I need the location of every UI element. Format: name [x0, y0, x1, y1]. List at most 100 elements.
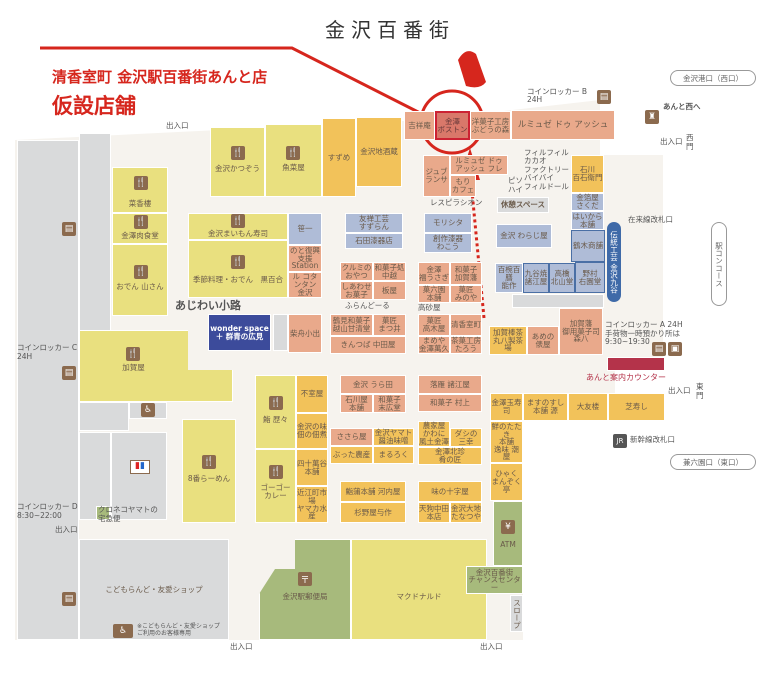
- shop-shibafune[interactable]: 柴舟小出: [288, 314, 322, 353]
- shop-takagiya[interactable]: 菓匠 高木屋: [418, 314, 450, 336]
- shop-kodomo[interactable]: こどもらんど・友愛ショップ: [79, 539, 229, 640]
- shop-hyakuman[interactable]: ひゃく まんぞく亭: [490, 463, 523, 501]
- shop-kiyoka[interactable]: 清香室町: [450, 314, 482, 336]
- shop-gogo[interactable]: ゴーゴー カレー: [255, 449, 296, 523]
- shop-maruroku[interactable]: まるろく: [373, 446, 414, 464]
- shop-suehiro[interactable]: 和菓子 末広堂: [373, 394, 406, 413]
- shop-hachiban[interactable]: 8番らーめん: [182, 419, 236, 523]
- shop-nakakoshi[interactable]: 和菓子処 中越: [373, 262, 406, 281]
- entrance-label[interactable]: 出入口: [668, 386, 691, 395]
- shop-shibazushi[interactable]: 芝寿し: [608, 393, 665, 421]
- shop-itaya[interactable]: 板屋: [373, 281, 406, 300]
- shop-jizake[interactable]: 金沢地酒蔵: [356, 117, 402, 187]
- shop-uonaya[interactable]: 魚菜屋: [265, 124, 322, 197]
- entrance-label[interactable]: 出入口: [480, 642, 503, 651]
- shop-masunosushi[interactable]: ますのすし 本舗 源: [523, 393, 568, 421]
- shop-wakou[interactable]: 創作漆器 わこう: [424, 233, 472, 253]
- shop-tsurugi[interactable]: 鶴木商舗: [571, 230, 605, 262]
- shop-moroeya-kutani[interactable]: 九谷焼 諸江屋: [523, 263, 549, 293]
- shop-filfil[interactable]: フィルフィル カカオ ファクトリー バイバイ フィルドール: [524, 148, 569, 191]
- kanazawa-kutani-label: 伝統工芸 金沢九谷: [607, 222, 621, 302]
- shop-lemusee-fure[interactable]: ルミュゼ ドゥ アッシュ フレ: [450, 155, 508, 175]
- shop-butta[interactable]: ぶった農産: [330, 446, 373, 464]
- shop-katsuzou[interactable]: 金沢かつぞう: [210, 127, 265, 197]
- shop-jujiya[interactable]: 味の十字屋: [418, 481, 482, 502]
- shop-karokuen[interactable]: 菓六園 本舗: [418, 285, 450, 303]
- shop-tanatsuya[interactable]: 金沢大地 たなつや: [450, 502, 482, 523]
- shop-ishikawaya[interactable]: 石川屋 本舗: [340, 394, 373, 413]
- shop-boston[interactable]: 金澤 ボストン: [435, 111, 470, 140]
- shop-yamaka[interactable]: 近江町市場 ヤマカ水産: [296, 486, 328, 523]
- shop-rekireki[interactable]: 鮨 歴々: [255, 375, 296, 449]
- shop-ishida[interactable]: 石田漆器店: [345, 233, 403, 249]
- shop-oden[interactable]: おでん 山さん: [112, 244, 168, 316]
- shop-hokuchin[interactable]: 金澤北珍 肴の匠: [418, 447, 482, 465]
- shop-shiawase[interactable]: しあわせ お菓子: [340, 281, 373, 300]
- shop-lespiration[interactable]: レスピラシオン: [430, 198, 483, 207]
- shop-budou[interactable]: 洋菓子工房 ぶどうの森: [470, 111, 511, 140]
- shop-kawani[interactable]: 農家屋 かわに 風土金澤: [418, 421, 450, 447]
- info-counter[interactable]: [607, 357, 665, 371]
- shop-mameya[interactable]: まめや 金澤萬久: [418, 336, 450, 354]
- shop-kurumi[interactable]: クルミの おやつ: [340, 262, 373, 281]
- shop-lemusee[interactable]: ルミュゼ ドゥ アッシュ: [511, 110, 615, 140]
- shop-yamato[interactable]: 金沢ヤマト 醤油味噌: [373, 428, 414, 446]
- shop-lecomptoir[interactable]: ル コタンタン 金沢: [288, 272, 322, 298]
- shop-murakami[interactable]: 和菓子 村上: [418, 394, 482, 412]
- shop-warajiya[interactable]: 金沢 わらじ屋: [496, 224, 552, 248]
- shop-sasaichi[interactable]: 笹一: [288, 213, 322, 245]
- west-exit-pill[interactable]: 金沢港口（西口）: [670, 70, 756, 86]
- shop-piso[interactable]: ピソ ハイ: [508, 176, 523, 194]
- shop-mcd[interactable]: マクドナルド: [351, 539, 487, 640]
- shop-kuroneko[interactable]: [96, 506, 110, 520]
- shop-saikourou[interactable]: 菜香樓: [112, 167, 168, 213]
- shop-nomura[interactable]: 野村 右園堂: [575, 262, 605, 293]
- shop-noto[interactable]: のと復興支援 Station: [288, 245, 322, 272]
- shop-haikara[interactable]: はいから 本舗: [571, 211, 604, 230]
- shop-tawaraya[interactable]: あめの 俵屋: [527, 326, 559, 355]
- shop-kagahan[interactable]: 和菓子 加賀藩: [450, 262, 482, 285]
- shop-rakugan[interactable]: 落雁 諸江屋: [418, 375, 482, 394]
- entrance-label[interactable]: 出入口: [230, 642, 253, 651]
- shop-kawachiya[interactable]: 鮨蒲本舗 河内屋: [340, 481, 406, 502]
- shop-kuroyuri[interactable]: 季節料理・おでん 黒百合: [188, 240, 288, 298]
- shop-jubransa[interactable]: ジュブ ランサ: [423, 155, 450, 197]
- shop-shijimaya[interactable]: 四十萬谷 本舗: [296, 449, 328, 486]
- shop-morishita[interactable]: モリシタ: [424, 213, 472, 233]
- shop-suzume[interactable]: すずめ: [322, 118, 356, 197]
- shop-sanko[interactable]: ダシの 三幸: [450, 428, 482, 447]
- shop-ishikawa[interactable]: 石川 百石衛門: [571, 155, 604, 193]
- shop-morikafe[interactable]: もり カフェ: [450, 175, 476, 197]
- shop-morihachi[interactable]: 加賀藩 御用菓子司 森八: [559, 308, 603, 355]
- shop-takasago[interactable]: 高砂屋: [418, 303, 441, 312]
- shop-tsukudani[interactable]: 金沢の味 佃の佃煮: [296, 413, 328, 449]
- shop-maruhachi[interactable]: 加賀棒茶 丸八製茶場: [489, 326, 527, 355]
- shop-kitayama[interactable]: 高橋 北山堂: [549, 263, 575, 293]
- shop-ushioya[interactable]: 鮮のたたき 本舗 逸味 潮屋: [490, 421, 523, 463]
- shop-taro[interactable]: 茶菓工房 たろう: [450, 336, 482, 354]
- shop-kichoan[interactable]: 吉祥庵: [404, 111, 435, 140]
- locker-d-label: コインロッカー D 8:30~22:00: [17, 502, 78, 520]
- shop-fumuroya[interactable]: 不室屋: [296, 375, 328, 413]
- shop-sasaraya[interactable]: ささら屋: [330, 428, 373, 446]
- shop-minoya[interactable]: 菓匠 みのや: [450, 285, 482, 303]
- shop-urata[interactable]: 金沢 うら田: [340, 375, 406, 394]
- shop-tengu[interactable]: 天狗中田 本店: [418, 502, 450, 523]
- entrance-label[interactable]: 出入口: [166, 121, 189, 130]
- shop-suzuran[interactable]: 友禅工芸 すずらん: [345, 213, 403, 233]
- shop-sakuda[interactable]: 金箔屋 さくだ: [571, 193, 604, 211]
- chance-center[interactable]: 金沢百番街 チャンスセンター: [466, 566, 523, 594]
- shop-matsui[interactable]: 菓匠 まつ井: [373, 314, 406, 336]
- shop-furando[interactable]: ふらんどーる: [345, 301, 390, 310]
- shop-suginoya[interactable]: 杉野屋与作: [340, 502, 406, 523]
- shop-nousaku[interactable]: 百椀百膳 能作: [495, 263, 523, 293]
- shop-nakataya[interactable]: きんつば 中田屋: [330, 336, 406, 354]
- entrance-label[interactable]: 出入口: [660, 137, 683, 146]
- shop-koshiyama[interactable]: 鶴見和菓子 越山甘清堂: [330, 314, 373, 336]
- shop-usagi[interactable]: 金澤 福うさぎ: [418, 262, 450, 285]
- shop-ootomo[interactable]: 大友楼: [568, 393, 608, 421]
- wonder-space[interactable]: wonder space ＋ 群青の広見: [208, 314, 271, 351]
- east-exit-pill[interactable]: 兼六園口（東口）: [670, 454, 756, 470]
- entrance-label[interactable]: 出入口: [55, 525, 78, 534]
- shop-tamazushi[interactable]: 金澤玉寿司: [490, 393, 523, 421]
